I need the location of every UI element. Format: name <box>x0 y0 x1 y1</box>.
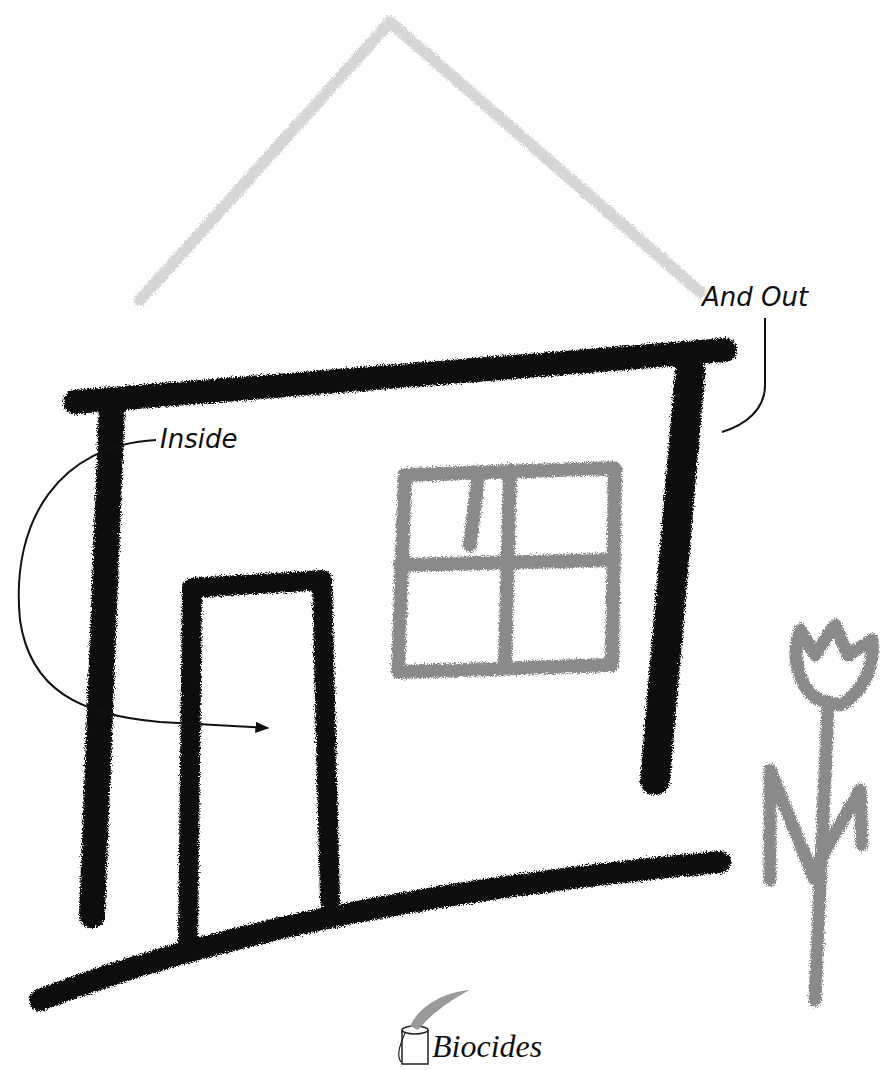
window <box>398 468 615 672</box>
ceiling-line <box>75 350 725 402</box>
leader-line <box>722 318 765 432</box>
leader-line <box>19 440 268 728</box>
floor-line <box>40 862 720 1000</box>
right-wall <box>655 372 690 780</box>
door <box>188 580 330 942</box>
brand-label: Biocides <box>432 1028 542 1065</box>
tulip <box>770 625 872 1000</box>
callout-label: Inside <box>160 424 237 454</box>
roof <box>140 22 700 300</box>
callout-label: And Out <box>702 282 808 312</box>
left-wall <box>92 405 112 915</box>
